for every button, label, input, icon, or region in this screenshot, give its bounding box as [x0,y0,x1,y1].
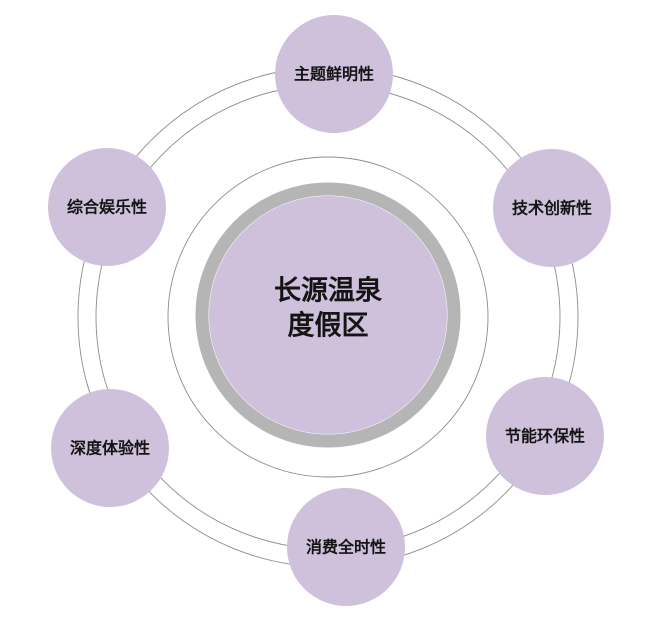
center-title-line-1: 长源温泉 [274,275,383,307]
node-experience-label: 深度体验性 [70,439,150,458]
center-title-line-2: 度假区 [288,310,369,342]
node-allday-disc [287,488,405,606]
inner-orbit-ring [167,156,489,478]
node-eco: 节能环保性 [486,377,604,495]
node-entertainment-disc [48,148,166,266]
node-allday: 消费全时性 [287,488,405,606]
node-eco-disc [486,377,604,495]
node-theme: 主题鲜明性 [275,15,393,133]
node-tech-label: 技术创新性 [512,199,592,218]
node-tech-disc [493,149,611,267]
node-theme-label: 主题鲜明性 [294,65,374,84]
node-experience-disc [51,389,169,507]
center-gray-ring [195,182,461,448]
node-entertainment-label: 综合娱乐性 [67,198,147,217]
node-eco-label: 节能环保性 [505,427,585,446]
node-tech: 技术创新性 [493,149,611,267]
node-allday-label: 消费全时性 [306,538,386,557]
center-disc [209,196,447,434]
node-experience: 深度体验性 [51,389,169,507]
node-entertainment: 综合娱乐性 [48,148,166,266]
node-theme-disc [275,15,393,133]
